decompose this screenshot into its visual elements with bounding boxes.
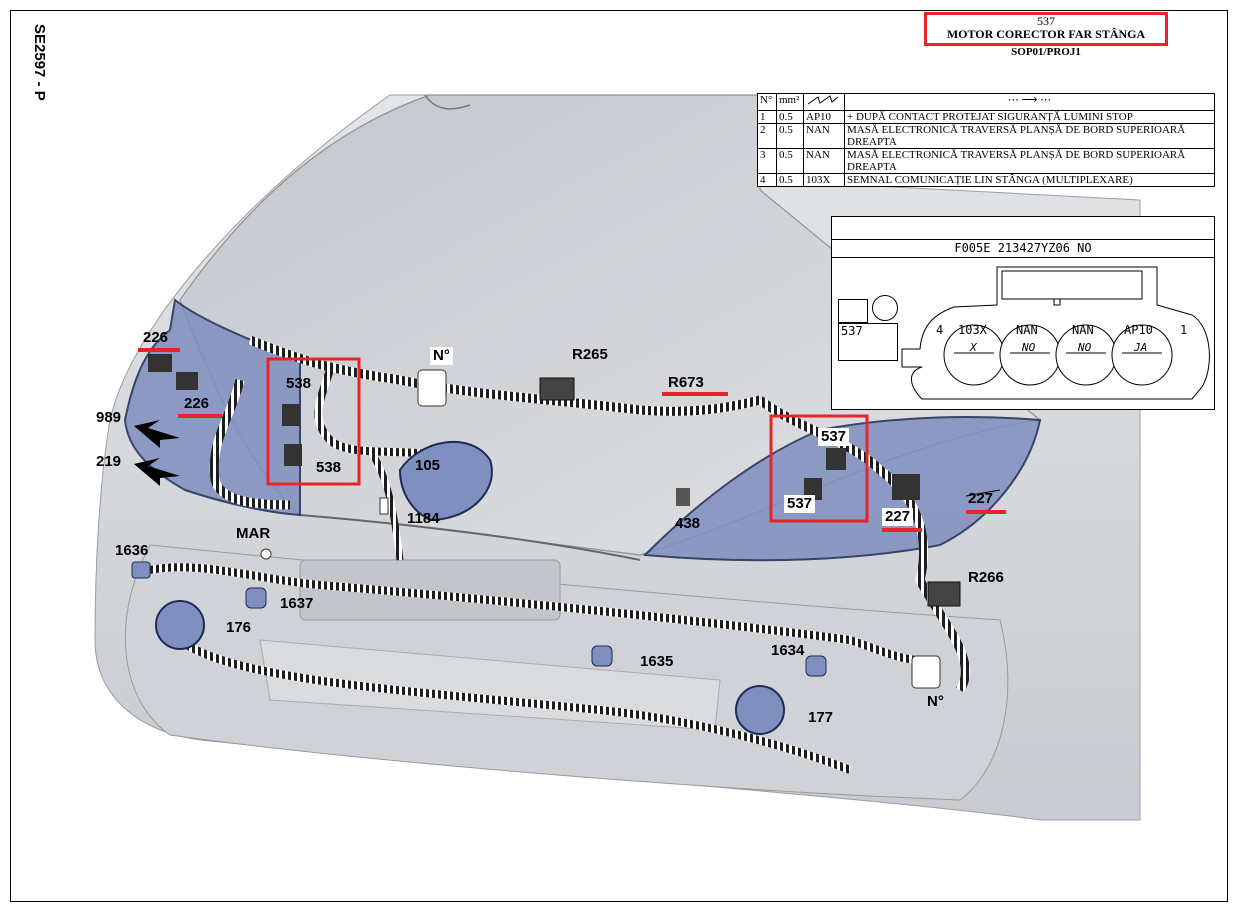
label-438: 438 (675, 515, 701, 532)
connector-538b (284, 444, 302, 466)
hood-crease (424, 94, 471, 110)
connector-1634 (805, 655, 827, 677)
label-r265: R265 (572, 346, 608, 363)
pin-circle (1111, 324, 1173, 386)
label-1635: 1635 (640, 653, 674, 670)
header-box: 537 MOTOR CORECTOR FAR STÂNGA (924, 12, 1168, 46)
connector-n-top (417, 369, 447, 407)
col-no: N° (757, 93, 777, 111)
table-row: 4 0.5 103X SEMNAL COMUNICAȚIE LIN STÂNGA… (757, 173, 1215, 187)
label-1634: 1634 (771, 642, 805, 659)
connector-226a (148, 354, 172, 372)
label-r266: R266 (968, 569, 1004, 586)
label-177: 177 (808, 709, 834, 726)
leader-227b (965, 489, 1001, 497)
label-1637: 1637 (280, 595, 314, 612)
harness-left-down (209, 378, 291, 510)
highlight-box-537 (769, 414, 869, 523)
label-537-top: 537 (818, 428, 850, 446)
label-226-top: 226 (143, 329, 169, 346)
connector-1636 (131, 561, 151, 579)
connector-226b (176, 372, 198, 390)
connector-537a (826, 448, 846, 470)
label-989: 989 (96, 409, 122, 426)
label-537-bottom: 537 (784, 495, 816, 513)
pin-left-number: 4 (936, 323, 944, 337)
connector-title-bar (832, 217, 1214, 240)
col-code (803, 93, 845, 111)
label-n-top: N° (430, 347, 453, 365)
highlight-box-538 (266, 357, 361, 486)
label-538-top: 538 (286, 375, 312, 392)
header-subtitle: SOP01/PROJ1 (1011, 46, 1081, 58)
connector-538a (282, 404, 300, 426)
pin-top-label: NAN (1016, 323, 1038, 337)
header-title: MOTOR CORECTOR FAR STÂNGA (946, 27, 1146, 41)
label-r673: R673 (668, 374, 704, 391)
fog-lamp-right (735, 685, 785, 735)
col-desc: ⋯ ⟶ ⋯ (844, 93, 1215, 111)
headlamp-right (642, 416, 1042, 562)
wire-icon (807, 95, 839, 105)
label-227-right: 227 (968, 490, 994, 507)
label-mar: MAR (236, 525, 271, 542)
pin-bottom-label: NO (1022, 341, 1036, 354)
connector-ref: F005E 213427YZ06 NO (832, 239, 1214, 258)
label-219: 219 (96, 453, 122, 470)
square-symbol (838, 299, 868, 323)
harness-bumper-lower (177, 636, 852, 774)
connector-diagram: F005E 213427YZ06 NO 537 4 1 103X NAN NAN… (831, 216, 1215, 410)
fog-lamp-left (155, 600, 205, 650)
table-row: 3 0.5 NAN MASĂ ELECTRONICĂ TRAVERSĂ PLAN… (757, 148, 1215, 174)
label-1636: 1636 (115, 542, 149, 559)
connector-1635 (591, 645, 613, 667)
harness-1184 (367, 448, 404, 561)
label-538-bottom: 538 (316, 459, 342, 476)
arrow-989 (134, 420, 180, 448)
circle-symbol (872, 295, 898, 321)
header-number: 537 (1037, 14, 1055, 28)
connector-face (901, 266, 1210, 400)
pin-bottom-label: JA (1134, 341, 1148, 354)
connector-r266 (927, 581, 961, 607)
pin-top-label: AP10 (1124, 323, 1153, 337)
label-1184: 1184 (407, 510, 440, 527)
wire-table-header: N° mm² ⋯ ⟶ ⋯ (757, 93, 1215, 111)
pin-right-number: 1 (1180, 323, 1188, 337)
label-176: 176 (226, 619, 252, 636)
col-mm2: mm² (776, 93, 804, 111)
horn-105 (398, 440, 493, 522)
table-row: 1 0.5 AP10 + DUPĂ CONTACT PROTEJAT SIGUR… (757, 110, 1215, 124)
pin-top-label: NAN (1072, 323, 1094, 337)
connector-n-bottom (911, 655, 941, 689)
connector-537b (804, 478, 822, 500)
connector-r265 (539, 377, 575, 401)
label-105: 105 (415, 457, 441, 474)
connector-227 (892, 474, 920, 500)
label-n-bottom: N° (927, 693, 944, 710)
pin-top-label: 103X (958, 323, 987, 337)
component-box: 537 (838, 323, 898, 361)
connector-1637 (245, 587, 267, 609)
harness-main (248, 335, 762, 416)
hood-edge (299, 514, 641, 561)
arrow-219 (134, 458, 180, 486)
page-frame (10, 10, 1228, 902)
pin-bottom-label: NO (1078, 341, 1092, 354)
grille-upper (299, 559, 561, 621)
harness-bumper-upper (149, 563, 921, 664)
wire-table: N° mm² ⋯ ⟶ ⋯ 1 0.5 AP10 + DUPĂ CONTACT P… (757, 93, 1215, 187)
pin-bottom-label: X (970, 341, 977, 354)
label-227-left: 227 (882, 508, 914, 526)
connector-438 (676, 488, 690, 506)
connector-mar (260, 548, 272, 560)
connector-1184 (379, 497, 389, 515)
table-row: 2 0.5 NAN MASĂ ELECTRONICĂ TRAVERSĂ PLAN… (757, 123, 1215, 149)
label-226-mid: 226 (184, 395, 210, 412)
